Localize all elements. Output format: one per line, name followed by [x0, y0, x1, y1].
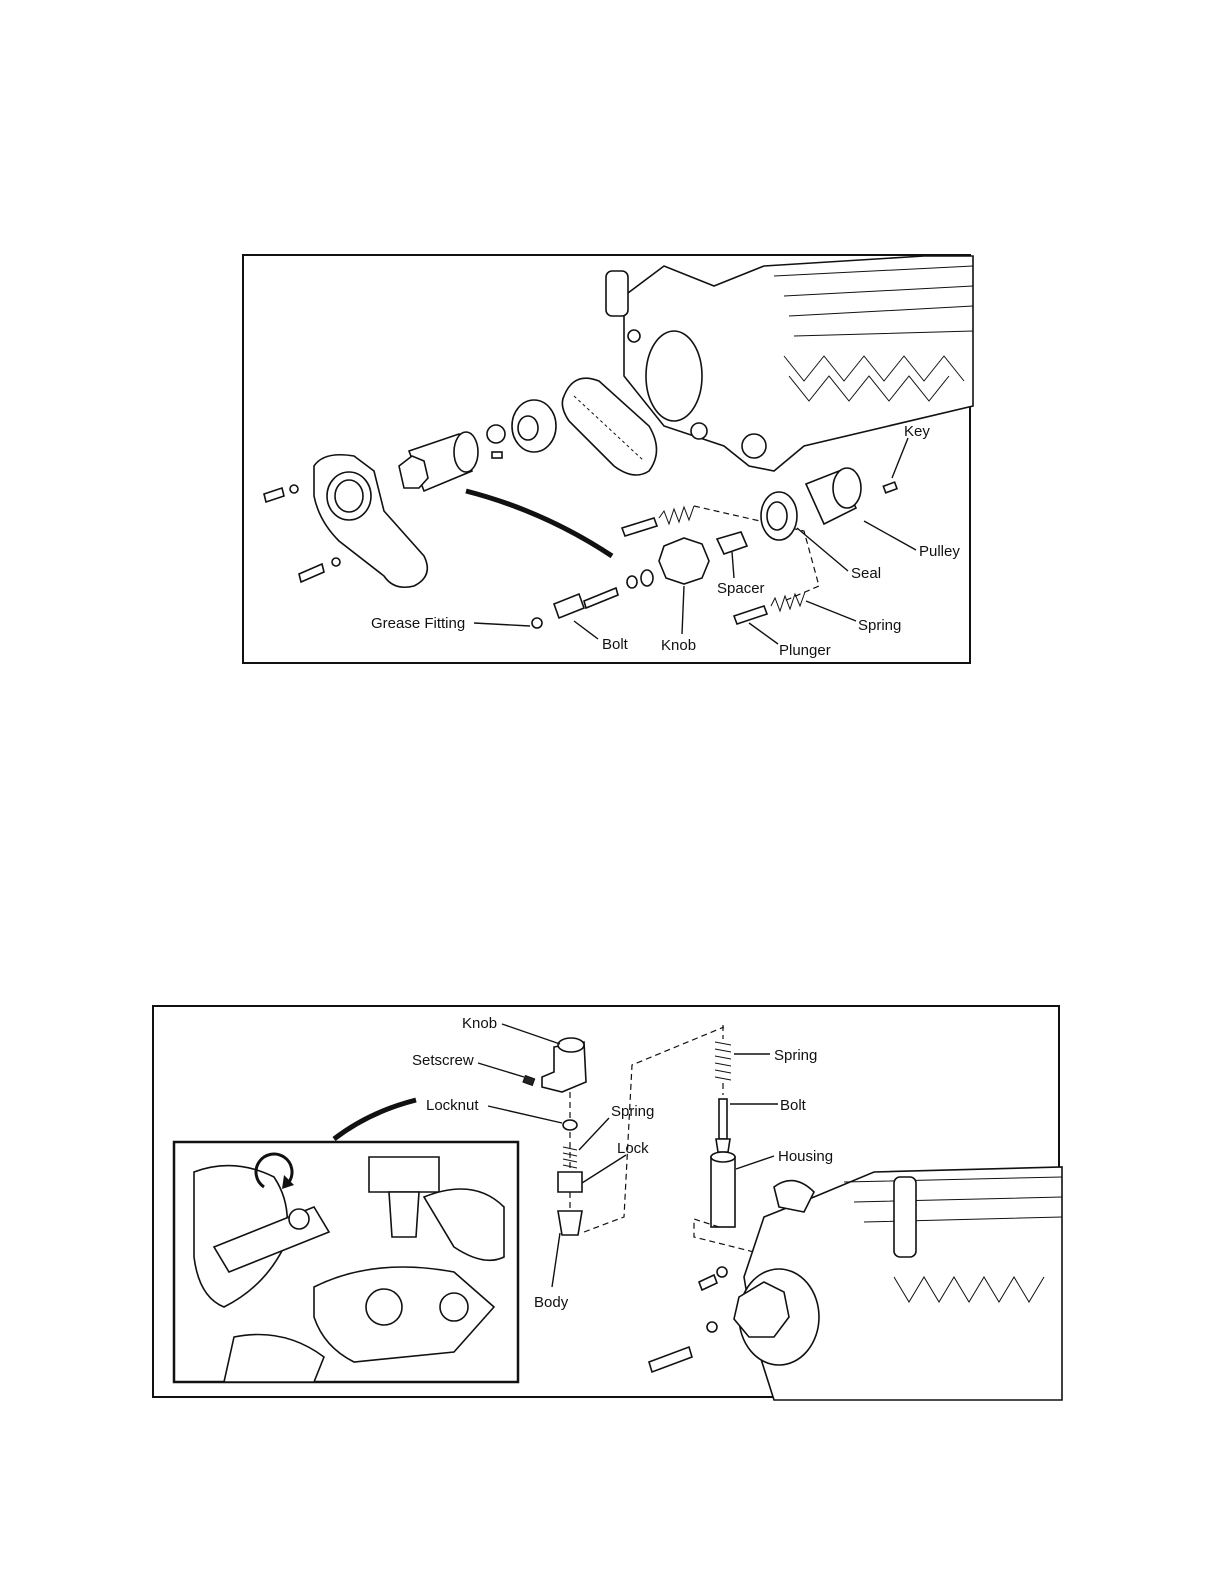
label-seal: Seal: [851, 565, 881, 582]
label-spring-right: Spring: [774, 1047, 817, 1064]
label-knob: Knob: [462, 1015, 497, 1032]
leader-pulley: [864, 521, 916, 550]
leader-body: [552, 1233, 560, 1287]
label-plunger: Plunger: [779, 642, 831, 659]
leader-setscrew: [478, 1063, 524, 1077]
inset-illustration: [174, 1142, 518, 1382]
leader-grease-fitting: [474, 623, 530, 626]
leader-spacer: [732, 552, 734, 578]
right-exploded-stack: [694, 1025, 754, 1252]
adjuster-diagram-drawing: Knob Setscrew Locknut Spring Lock Body S…: [154, 1007, 1062, 1400]
label-lock: Lock: [617, 1140, 649, 1157]
label-bolt: Bolt: [780, 1097, 807, 1114]
exploded-pulley-diagram: Key Pulley Seal Spacer Spring Plunger Kn…: [242, 254, 971, 664]
left-exploded-stack: [523, 1027, 724, 1235]
pulley-diagram-drawing: Key Pulley Seal Spacer Spring Plunger Kn…: [244, 256, 973, 666]
label-body: Body: [534, 1294, 569, 1311]
view-pointer-line: [334, 1100, 416, 1139]
label-spring-left: Spring: [611, 1103, 654, 1120]
leader-bolt: [574, 621, 598, 639]
leader-seal: [797, 528, 848, 571]
leader-housing: [736, 1156, 774, 1169]
view-pointer-line: [466, 491, 612, 556]
label-key: Key: [904, 423, 930, 440]
leader-spring-left: [579, 1118, 609, 1150]
leader-spring: [806, 601, 856, 621]
bushing: [487, 425, 505, 443]
label-housing: Housing: [778, 1148, 833, 1165]
label-grease-fitting: Grease Fitting: [371, 615, 465, 632]
label-setscrew: Setscrew: [412, 1052, 474, 1069]
exploded-adjuster-diagram: Knob Setscrew Locknut Spring Lock Body S…: [152, 1005, 1060, 1398]
label-locknut: Locknut: [426, 1097, 479, 1114]
label-spring: Spring: [858, 617, 901, 634]
label-knob: Knob: [661, 637, 696, 654]
exploded-parts: [532, 468, 897, 628]
label-pulley: Pulley: [919, 543, 960, 560]
leader-key: [892, 438, 908, 478]
leader-locknut: [488, 1106, 562, 1123]
leader-knob: [502, 1024, 560, 1044]
adjuster-cylinder: [399, 432, 478, 491]
label-bolt: Bolt: [602, 636, 629, 653]
leader-lock: [582, 1155, 626, 1183]
leader-plunger: [749, 623, 778, 644]
small-key: [492, 452, 502, 458]
drive-gear-pulley: [512, 400, 556, 452]
label-spacer: Spacer: [717, 580, 765, 597]
leader-knob: [682, 586, 684, 634]
